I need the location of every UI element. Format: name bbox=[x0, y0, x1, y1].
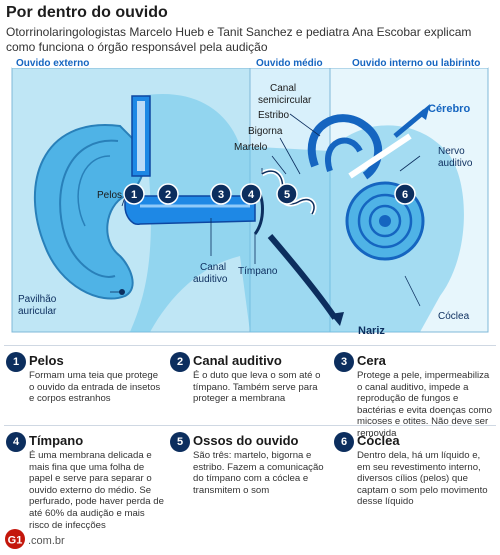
card-description: Formam uma teia que protege o ouvido da … bbox=[29, 370, 161, 405]
marker-4: 4 bbox=[240, 183, 262, 205]
marker-1: 1 bbox=[123, 183, 145, 205]
marker-3: 3 bbox=[210, 183, 232, 205]
label-nariz: Nariz bbox=[358, 325, 385, 337]
label-coclea: Cóclea bbox=[438, 311, 470, 322]
svg-text:.com.br: .com.br bbox=[28, 535, 65, 547]
card-description: Protege a pele, impermeabiliza o canal a… bbox=[357, 370, 492, 439]
marker-5: 5 bbox=[276, 183, 298, 205]
pavilhao-dot bbox=[119, 289, 125, 295]
ear-canal bbox=[124, 195, 256, 225]
card-number: 2 bbox=[170, 352, 190, 372]
g1-logo: G1 .com.br bbox=[4, 528, 74, 555]
label-canal-semi-2: semicircular bbox=[258, 95, 312, 106]
page-title: Por dentro do ouvido bbox=[6, 4, 168, 21]
card-title: Cera bbox=[357, 353, 386, 368]
svg-text:G1: G1 bbox=[8, 535, 23, 547]
svg-text:2: 2 bbox=[165, 189, 171, 201]
card-number: 5 bbox=[170, 432, 190, 452]
card-title: Canal auditivo bbox=[193, 353, 282, 368]
card-description: São três: martelo, bigorna e estribo. Fa… bbox=[193, 450, 324, 496]
label-canal-auditivo-1: Canal bbox=[200, 262, 226, 273]
eustachian-tube bbox=[267, 234, 338, 320]
label-martelo: Martelo bbox=[234, 142, 268, 153]
label-timpano: Tímpano bbox=[238, 266, 278, 277]
card-description: Dentro dela, há um líquido e, em seu rev… bbox=[357, 450, 488, 508]
card-description: É uma membrana delicada e mais fina que … bbox=[29, 450, 164, 531]
card-title: Ossos do ouvido bbox=[193, 433, 299, 448]
arrow-cerebro bbox=[418, 104, 430, 120]
svg-text:4: 4 bbox=[248, 189, 255, 201]
section-external: Ouvido externo bbox=[16, 58, 89, 69]
auditory-nerve bbox=[348, 133, 412, 179]
card-number: 6 bbox=[334, 432, 354, 452]
label-pavilhao-1: Pavilhão bbox=[18, 294, 57, 305]
marker-2: 2 bbox=[157, 183, 179, 205]
card-number: 1 bbox=[6, 352, 26, 372]
label-estribo: Estribo bbox=[258, 110, 290, 121]
label-canal-semi-1: Canal bbox=[270, 83, 296, 94]
arrow-nariz bbox=[330, 312, 344, 326]
card-title: Pelos bbox=[29, 353, 64, 368]
ear-diagram: Ouvido externo Ouvido médio Ouvido inter… bbox=[0, 56, 500, 338]
page-subtitle: Otorrinolaringologistas Marcelo Hueb e T… bbox=[6, 25, 472, 54]
card-title: Tímpano bbox=[29, 433, 84, 448]
label-bigorna: Bigorna bbox=[248, 126, 283, 137]
label-pavilhao-2: auricular bbox=[18, 306, 57, 317]
card-title: Cóclea bbox=[357, 433, 400, 448]
section-middle: Ouvido médio bbox=[256, 58, 323, 69]
svg-text:3: 3 bbox=[218, 189, 224, 201]
section-inner: Ouvido interno ou labirinto bbox=[352, 58, 480, 69]
card-number: 3 bbox=[334, 352, 354, 372]
marker-6: 6 bbox=[394, 183, 416, 205]
card-description: É o duto que leva o som até o tímpano. T… bbox=[193, 370, 321, 405]
label-canal-auditivo-2: auditivo bbox=[193, 274, 228, 285]
svg-text:6: 6 bbox=[402, 189, 408, 201]
label-nervo-2: auditivo bbox=[438, 158, 473, 169]
label-cerebro: Cérebro bbox=[428, 103, 470, 115]
svg-text:1: 1 bbox=[131, 189, 137, 201]
label-pelos: Pelos bbox=[97, 190, 122, 201]
svg-text:5: 5 bbox=[284, 189, 290, 201]
label-nervo-1: Nervo bbox=[438, 146, 465, 157]
card-number: 4 bbox=[6, 432, 26, 452]
